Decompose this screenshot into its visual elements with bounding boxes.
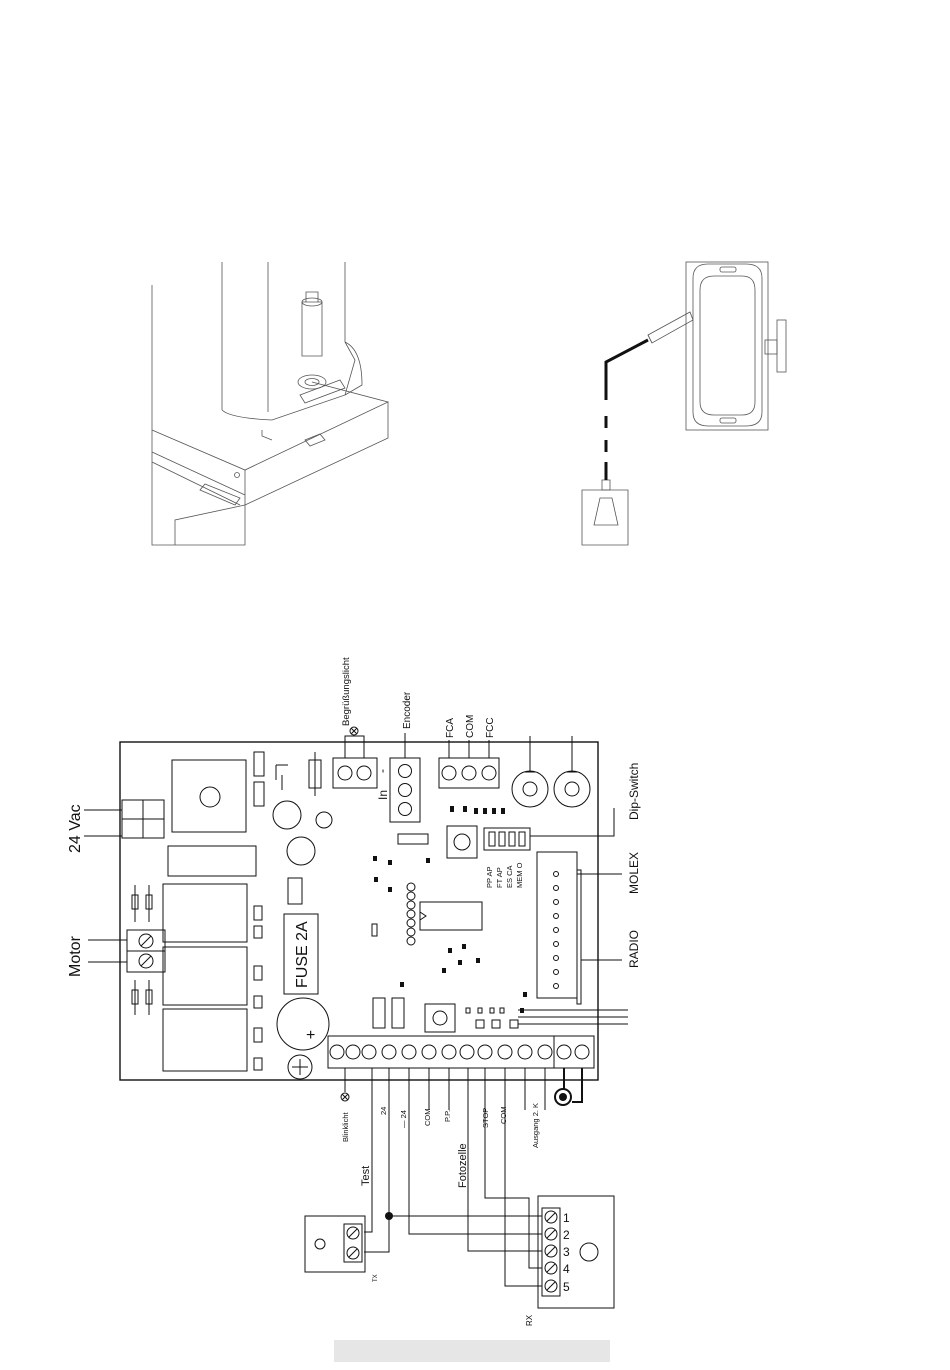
relay-2 [163, 947, 247, 1005]
greeting-light-terminal [333, 727, 377, 788]
chip-array [407, 883, 415, 945]
junction-dot [385, 1212, 393, 1220]
rx-unit [538, 1196, 614, 1308]
label-com-top: COM [465, 715, 476, 738]
label-molex: MOLEX [627, 852, 641, 894]
rx-terminal-5: 5 [563, 1280, 570, 1294]
dip-label-3: ES CA [505, 865, 514, 888]
supply-connector [84, 800, 164, 838]
limit-switch-terminal [439, 740, 499, 788]
terminal-label-stop: STOP [481, 1108, 490, 1128]
label-fcc: FCC [485, 717, 496, 738]
relay-3 [163, 1009, 247, 1071]
tx-unit [305, 1216, 365, 1272]
program-button [447, 826, 477, 858]
label-greeting-light: Begrüßungslicht [341, 657, 352, 726]
motor-mounting-illustration [152, 262, 388, 545]
rx-terminal-2: 2 [563, 1228, 570, 1242]
rx-terminal-1: 1 [563, 1211, 570, 1225]
label-fca: FCA [445, 718, 456, 738]
terminal-label-blinklicht: Blinklicht [341, 1111, 350, 1142]
terminal-label-24: 24 [379, 1107, 388, 1115]
label-test: Test [360, 1166, 372, 1186]
rx-terminal-3: 3 [563, 1245, 570, 1259]
sensor-cable [606, 340, 648, 480]
rx-terminal-4: 4 [563, 1262, 570, 1276]
label-rx: RX [525, 1314, 534, 1326]
molex-connector [537, 852, 622, 1004]
label-plus: + [306, 1027, 315, 1044]
footer-bar [334, 1340, 610, 1362]
small-components [254, 752, 332, 1079]
label-dip-switch: Dip-Switch [627, 763, 641, 820]
encoder-terminal [390, 733, 420, 822]
label-tx: TX [373, 1274, 379, 1282]
component [372, 924, 377, 936]
label-motor: Motor [67, 935, 84, 977]
label-fotozelle: Fotozelle [457, 1143, 469, 1188]
label-in: In [376, 790, 390, 800]
component [398, 834, 428, 844]
resistor-group [132, 885, 152, 1015]
trimmer-potentiometers [512, 736, 590, 807]
antenna-cable [555, 1068, 582, 1105]
jumpers [466, 1008, 628, 1028]
label-encoder: Encoder [402, 691, 413, 729]
transformer [172, 760, 246, 832]
terminal-label-pp: P.P. [443, 1110, 452, 1122]
motor-connector [88, 930, 165, 972]
antenna-core [559, 1093, 567, 1101]
dip-label-4: MEM O [515, 862, 524, 888]
test-button [425, 1004, 455, 1032]
label-24vac: 24 Vac [67, 804, 84, 853]
dip-label-1: PP AP [485, 866, 494, 888]
component [392, 998, 404, 1028]
terminal-label-com-2: COM [499, 1107, 508, 1125]
label-radio: RADIO [627, 930, 641, 968]
limit-magnet-illustration [582, 262, 786, 545]
terminal-label-com-1: COM [423, 1109, 432, 1127]
label-minus: - [375, 769, 389, 773]
control-board [84, 727, 628, 1080]
component [373, 998, 385, 1028]
small-parts-row [450, 806, 505, 814]
board-block [168, 846, 256, 876]
photocell-wiring [364, 1068, 542, 1286]
terminal-label-minus-24: — 24 [399, 1110, 408, 1128]
label-fuse: FUSE 2A [294, 921, 311, 988]
relay-1 [163, 884, 247, 942]
terminal-label-ausgang: Ausgang 2. K [531, 1103, 540, 1148]
microcontroller [420, 902, 482, 930]
dip-switch-block [484, 808, 614, 850]
dip-label-2: FT AP [495, 867, 504, 888]
bottom-terminal-strip [328, 1036, 594, 1068]
